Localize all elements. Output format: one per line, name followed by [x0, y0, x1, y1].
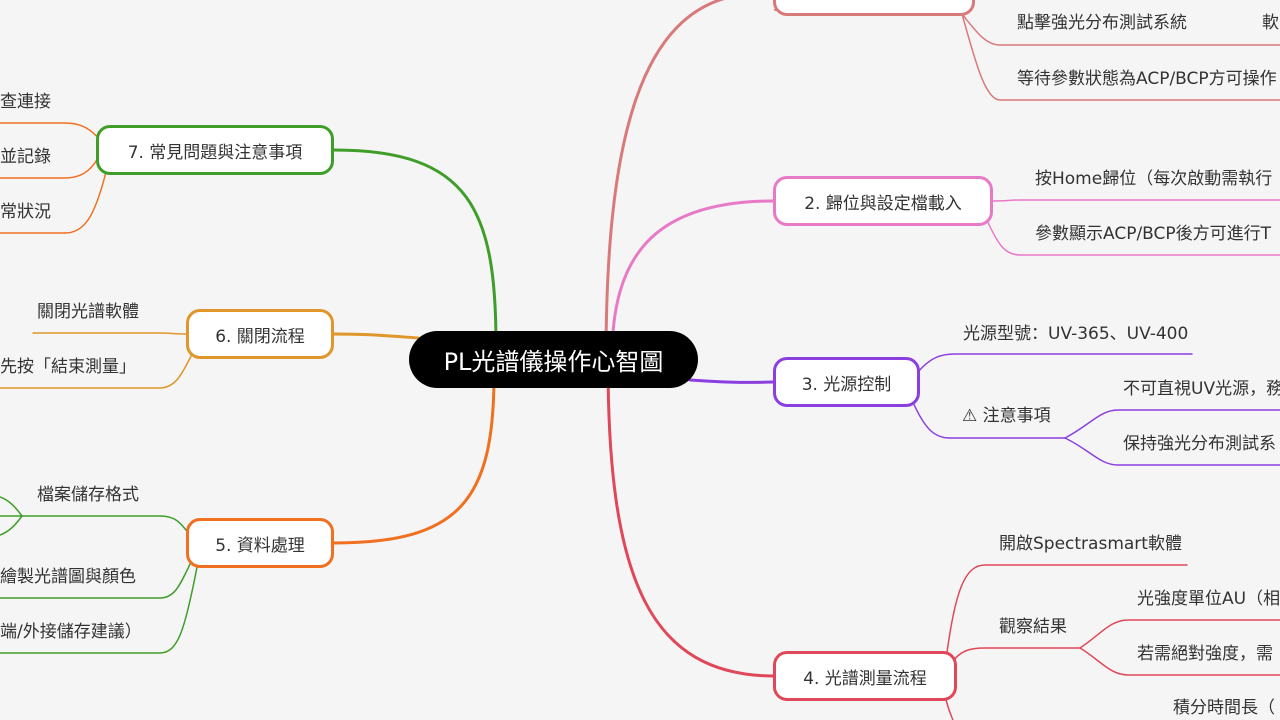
connector-b4-obs2 — [1079, 647, 1280, 676]
branch-3-label: 3. 光源控制 — [801, 374, 892, 395]
leaf-b5-storage[interactable]: 端/外接儲存建議） — [0, 622, 142, 642]
connector-b6 — [332, 332, 420, 340]
connector-b7-check — [0, 122, 101, 141]
leaf-b1-wait[interactable]: 等待參數狀態為ACP/BCP方可操作 — [1017, 69, 1277, 89]
leaf-b6-first[interactable]: 先按「結束測量」 — [0, 357, 136, 377]
leaf-b3-note1[interactable]: 不可直視UV光源，務 — [1123, 379, 1280, 399]
leaf-b2-params[interactable]: 參數顯示ACP/BCP後方可進行T — [1035, 224, 1272, 244]
branch-3-node[interactable]: 3. 光源控制 — [773, 357, 920, 407]
branch-2-label: 2. 歸位與設定檔載入 — [804, 193, 962, 214]
branch-6-label: 6. 關閉流程 — [215, 326, 305, 347]
connector-b7-abnormal — [0, 171, 107, 234]
leaf-b7-check[interactable]: 查連接 — [0, 92, 51, 112]
branch-7-label: 7. 常見問題與注意事項 — [127, 142, 303, 163]
connector-b3-notes — [911, 399, 1066, 439]
leaf-b3-note2[interactable]: 保持強光分布測試系 — [1123, 434, 1276, 454]
leaf-b3-notes[interactable]: ⚠ 注意事項 — [962, 406, 1051, 426]
connector-b3-model — [917, 353, 1193, 373]
connector-b3-note1 — [1064, 409, 1280, 439]
connector-b5-format-a — [0, 496, 23, 517]
branch-4-label: 4. 光譜測量流程 — [803, 668, 927, 689]
leaf-b4-obs1[interactable]: 光強度單位AU（相 — [1137, 589, 1280, 609]
leaf-b1-click-tail[interactable]: 軟 — [1262, 13, 1279, 33]
branch-2-node[interactable]: 2. 歸位與設定檔載入 — [773, 176, 993, 226]
leaf-b3-model[interactable]: 光源型號：UV-365、UV-400 — [963, 324, 1189, 344]
central-topic[interactable]: PL光譜儀操作心智圖 — [409, 331, 698, 388]
branch-1-node[interactable] — [773, 0, 975, 16]
connector-b4-obs1 — [1079, 619, 1280, 649]
connector-b6-first — [0, 349, 195, 389]
connector-b4-integ — [945, 699, 954, 720]
branch-5-node[interactable]: 5. 資料處理 — [186, 518, 334, 568]
leaf-b5-format[interactable]: 檔案儲存格式 — [37, 485, 139, 505]
connector-b7-record — [0, 157, 99, 179]
branch-4-node[interactable]: 4. 光譜測量流程 — [773, 651, 957, 701]
connector-b5-plot — [0, 559, 193, 599]
leaf-b6-close[interactable]: 關閉光譜軟體 — [37, 302, 139, 322]
connector-b3 — [688, 378, 775, 384]
connector-b2-params — [985, 217, 1280, 256]
connector-b6-close — [32, 332, 188, 335]
connector-b2-home — [991, 199, 1280, 202]
connector-b5 — [332, 373, 496, 545]
connector-b3-note2 — [1064, 437, 1280, 466]
connector-b5-format — [0, 515, 191, 536]
central-topic-label: PL光譜儀操作心智圖 — [443, 348, 664, 376]
connector-b7 — [332, 148, 498, 347]
leaf-b5-plot[interactable]: 繪製光譜圖與顏色 — [0, 567, 136, 587]
leaf-b4-integ[interactable]: 積分時間長（ — [1173, 698, 1275, 718]
branch-5-label: 5. 資料處理 — [215, 535, 305, 556]
connector-b1 — [604, 0, 725, 362]
branch-7-node[interactable]: 7. 常見問題與注意事項 — [96, 125, 334, 175]
connector-b4 — [606, 360, 775, 678]
connector-b5-format-b — [0, 515, 23, 536]
connector-b4-open — [945, 564, 1188, 661]
connector-b4-observe — [949, 647, 1081, 666]
connector-b1-click — [961, 13, 1280, 46]
leaf-b4-obs2[interactable]: 若需絕對強度，需 — [1137, 644, 1273, 664]
connector-b1-wait — [961, 13, 1280, 101]
leaf-b2-home[interactable]: 按Home歸位（每次啟動需執行 — [1035, 169, 1273, 189]
leaf-b4-open[interactable]: 開啟Spectrasmart軟體 — [999, 534, 1182, 554]
leaf-b4-observe[interactable]: 觀察結果 — [999, 617, 1067, 637]
connector-b2 — [610, 199, 775, 360]
leaf-b7-abnormal[interactable]: 常狀況 — [0, 202, 51, 222]
leaf-b1-click[interactable]: 點擊強光分布測試系統 — [1017, 13, 1187, 33]
branch-6-node[interactable]: 6. 關閉流程 — [186, 309, 334, 359]
leaf-b7-record[interactable]: 並記錄 — [0, 147, 51, 167]
connector-b5-storage — [0, 561, 199, 654]
